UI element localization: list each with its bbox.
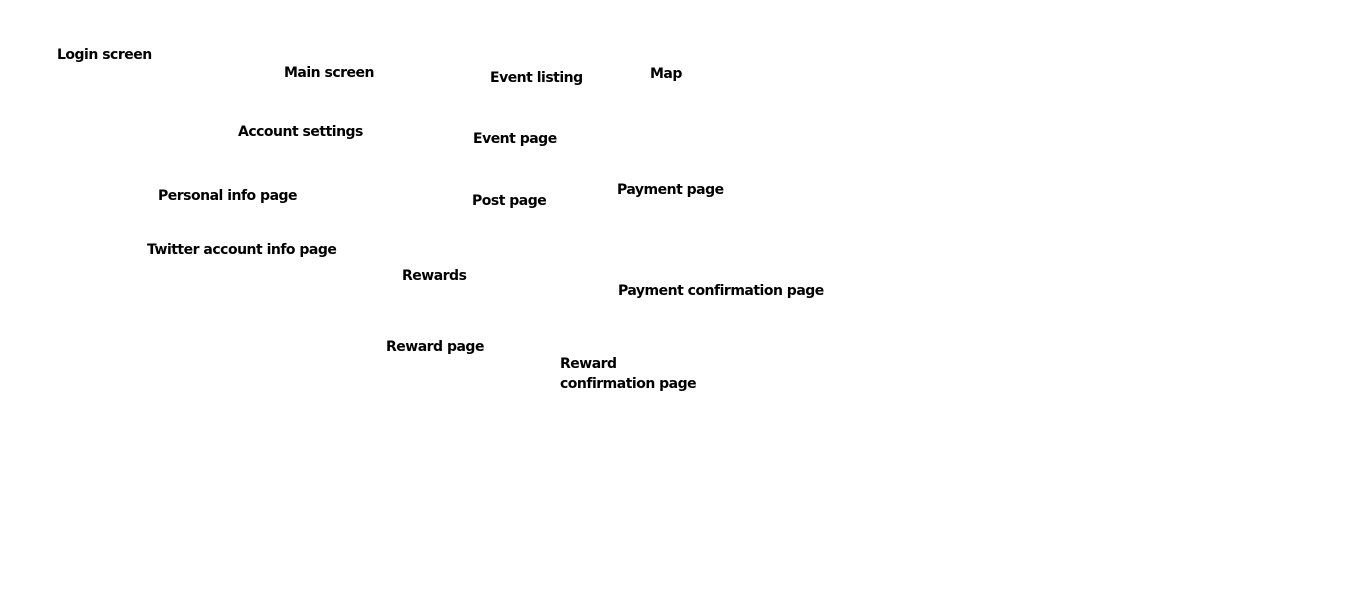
- node-login-screen: Login screen: [57, 47, 152, 63]
- node-main-screen: Main screen: [284, 65, 375, 81]
- node-reward-confirmation-line2: confirmation page: [560, 376, 697, 392]
- node-rewards: Rewards: [402, 268, 467, 284]
- node-event-page: Event page: [473, 131, 557, 147]
- node-payment-confirmation-page: Payment confirmation page: [618, 283, 824, 299]
- node-account-settings: Account settings: [238, 124, 363, 140]
- node-twitter-account-info-page: Twitter account info page: [147, 242, 337, 258]
- node-reward-page: Reward page: [386, 339, 484, 355]
- node-personal-info-page: Personal info page: [158, 188, 298, 204]
- node-reward-confirmation-page: Reward confirmation page: [560, 354, 697, 394]
- node-event-listing: Event listing: [490, 70, 583, 86]
- node-post-page: Post page: [472, 193, 547, 209]
- node-map: Map: [650, 66, 682, 82]
- node-payment-page: Payment page: [617, 182, 724, 198]
- node-reward-confirmation-line1: Reward: [560, 356, 617, 372]
